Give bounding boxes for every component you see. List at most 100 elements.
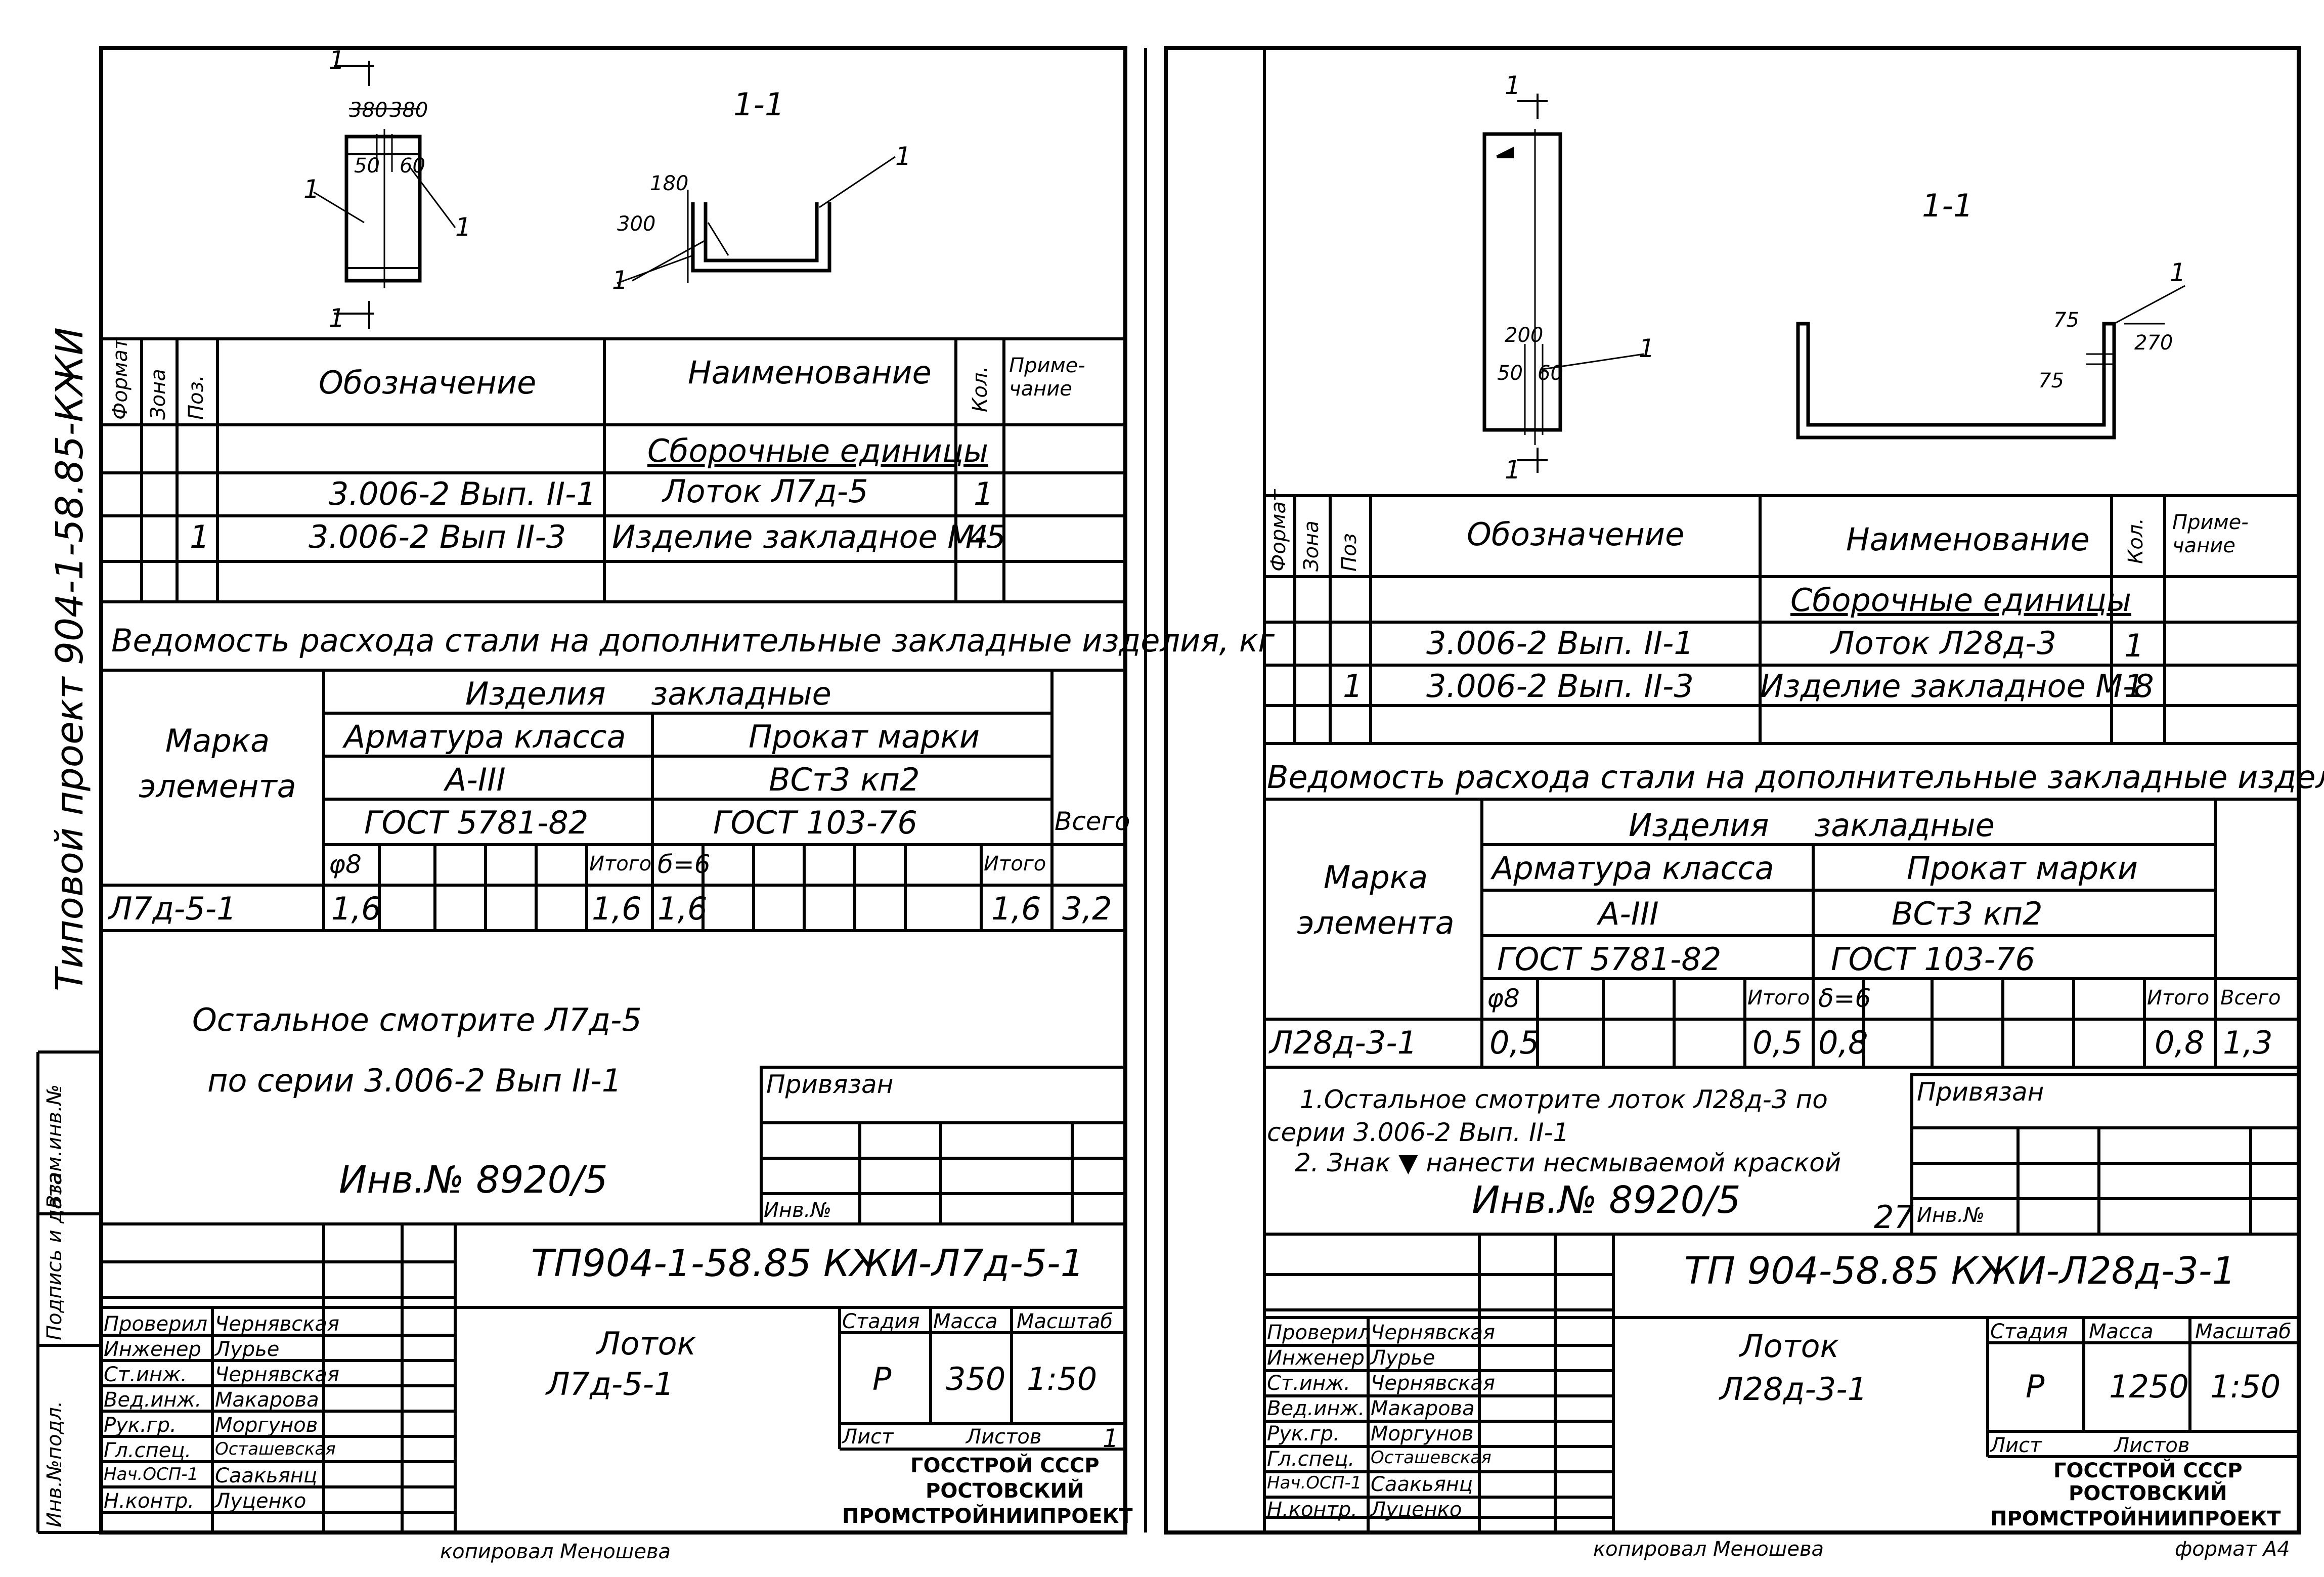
- left-mass: 350: [946, 1361, 1006, 1397]
- left-armatura: Арматура класса: [344, 718, 626, 755]
- right-row2-qty: 1: [2124, 668, 2144, 705]
- left-signer-name: Луценко: [215, 1490, 306, 1513]
- left-dim-50: 50: [354, 154, 380, 178]
- left-org-1: ГОССТРОЙ СССР: [910, 1454, 1100, 1477]
- left-col-note: Приме-чание: [1009, 354, 1085, 401]
- left-signer-role: Вед.инж.: [104, 1388, 202, 1412]
- right-dim-60: 60: [1538, 362, 1563, 385]
- right-group-label: Изделия закладные: [1629, 807, 1995, 844]
- left-group-label: Изделия закладные: [465, 675, 831, 712]
- right-signer-name: Макарова: [1371, 1397, 1475, 1420]
- left-dim-300: 300: [617, 212, 656, 236]
- left-callout-1a: 1: [303, 174, 320, 204]
- left-signer-name: Чернявская: [215, 1363, 339, 1386]
- stamp-inv-podl: Инв.№подл.: [43, 1400, 66, 1527]
- left-row1-name: Лоток Л7д-5: [663, 473, 868, 510]
- right-section-label: 1-1: [1922, 187, 1974, 224]
- left-col-format: Формат: [109, 337, 132, 420]
- right-signer-name: Саакьянц: [1371, 1473, 1473, 1496]
- left-armatura-gost: ГОСТ 5781-82: [364, 804, 589, 841]
- left-stage-label: Стадия: [842, 1310, 920, 1333]
- right-signer-role: Рук.гр.: [1267, 1422, 1340, 1445]
- right-note3: 2. Знак ▼ нанести несмываемой краской: [1295, 1148, 1841, 1177]
- left-row2-name: Изделие закладное М-5: [612, 518, 1006, 555]
- left-prokat-gost: ГОСТ 103-76: [713, 804, 917, 841]
- left-steel-title: Ведомость расхода стали на дополнительны…: [111, 622, 1275, 659]
- right-row1-name: Лоток Л28д-3: [1831, 625, 2056, 662]
- right-callout-1a: 1: [1639, 334, 1655, 363]
- left-row-itogo: 1,6: [592, 890, 642, 927]
- left-signer-name: Чернявская: [215, 1312, 339, 1336]
- left-signer-name: Саакьянц: [215, 1464, 318, 1487]
- right-signer-name: Лурье: [1371, 1346, 1435, 1370]
- right-row2-pos: 1: [1343, 668, 1363, 705]
- left-col-b: б=6: [657, 850, 711, 879]
- left-row-b: 1,6: [657, 890, 708, 927]
- right-row1-qty: 1: [2124, 627, 2144, 664]
- right-steel-title: Ведомость расхода стали на дополнительны…: [1267, 759, 2324, 796]
- right-total-label: Всего: [2220, 986, 2281, 1010]
- left-privyazan: Привязан: [766, 1070, 894, 1099]
- right-col-b: δ=6: [1818, 984, 1871, 1013]
- right-mass: 1250: [2109, 1368, 2189, 1405]
- right-col-itogo2: Итого: [2147, 986, 2210, 1010]
- left-col-designation: Обозначение: [319, 364, 537, 401]
- left-title-1: Лоток: [597, 1325, 696, 1362]
- left-title-2: Л7д-5-1: [546, 1366, 674, 1403]
- right-stage-label: Стадия: [1990, 1320, 2068, 1343]
- right-format: формат А4: [2175, 1538, 2290, 1561]
- right-col-pos: Поз: [1338, 533, 1361, 572]
- right-col-d: φ8: [1487, 984, 1520, 1013]
- right-row-itogo: 0,5: [1752, 1024, 1803, 1061]
- left-note1: Остальное смотрите Л7д-5: [192, 1001, 642, 1038]
- left-sheets: 1: [1103, 1424, 1119, 1453]
- right-prokat: Прокат марки: [1907, 850, 2138, 887]
- right-armatura-gost: ГОСТ 5781-82: [1497, 941, 1722, 978]
- left-col-qty: Кол.: [969, 366, 992, 412]
- right-row-d: 0,5: [1489, 1024, 1540, 1061]
- right-scale-label: Масштаб: [2195, 1320, 2292, 1343]
- left-signer-role: Инженер: [104, 1338, 201, 1361]
- right-inv-number: Инв.№ 8920/5: [1472, 1178, 1741, 1222]
- right-prokat-gost: ГОСТ 103-76: [1831, 941, 2035, 978]
- left-mass-label: Масса: [933, 1310, 998, 1333]
- right-row2-name: Изделие закладное М-8: [1760, 668, 2154, 705]
- left-signer-role: Проверил: [104, 1312, 208, 1336]
- right-row-b: 0,8: [1818, 1024, 1868, 1061]
- right-signer-role: Вед.инж.: [1267, 1397, 1365, 1420]
- left-signer-role: Нач.ОСП-1: [104, 1464, 199, 1484]
- project-number: Типовой проект 904-1-58.85-КЖИ: [48, 327, 92, 991]
- right-privyazan: Привязан: [1917, 1077, 2044, 1107]
- right-signer-name: Луценко: [1371, 1498, 1462, 1521]
- right-mass-label: Масса: [2089, 1320, 2154, 1343]
- right-col-name: Наименование: [1846, 521, 2090, 558]
- left-col-pos: Поз.: [185, 375, 208, 420]
- right-signer-name: Осташевская: [1371, 1448, 1492, 1468]
- left-dim-180: 180: [650, 172, 689, 195]
- left-row-itogo2: 1,6: [991, 890, 1041, 927]
- stamp-vzam-inv: Взам.инв.№: [43, 1084, 66, 1209]
- left-row1-qty: 1: [974, 475, 994, 512]
- right-signer-role: Ст.инж.: [1267, 1372, 1350, 1395]
- left-row-d: 1,6: [331, 890, 381, 927]
- left-cut-mark-bottom: 1: [329, 303, 345, 333]
- right-stage: Р: [2026, 1368, 2045, 1405]
- left-copied: копировал Меношева: [440, 1540, 671, 1563]
- right-mark-27: 27: [1874, 1199, 1914, 1236]
- left-signer-name: Моргунов: [215, 1414, 318, 1437]
- left-signer-role: Н.контр.: [104, 1490, 194, 1513]
- right-org-3: ПРОМСТРОЙНИИПРОЕКТ: [1990, 1507, 2281, 1530]
- right-scale: 1:50: [2210, 1368, 2281, 1405]
- left-row2-designation: 3.006-2 Вып II-3: [309, 518, 566, 555]
- left-prokat-mark: ВСт3 кп2: [769, 761, 920, 798]
- left-row-total: 3,2: [1062, 890, 1112, 927]
- right-dim-75a: 75: [2053, 309, 2079, 332]
- left-col-d: φ8: [329, 850, 362, 879]
- left-org-2: РОСТОВСКИЙ: [926, 1479, 1084, 1503]
- left-signer-name: Лурье: [215, 1338, 280, 1361]
- left-col-name: Наименование: [688, 354, 932, 391]
- left-signer-name: Осташевская: [215, 1439, 336, 1459]
- left-signer-role: Рук.гр.: [104, 1414, 177, 1437]
- right-row1-designation: 3.006-2 Вып. II-1: [1426, 625, 1694, 662]
